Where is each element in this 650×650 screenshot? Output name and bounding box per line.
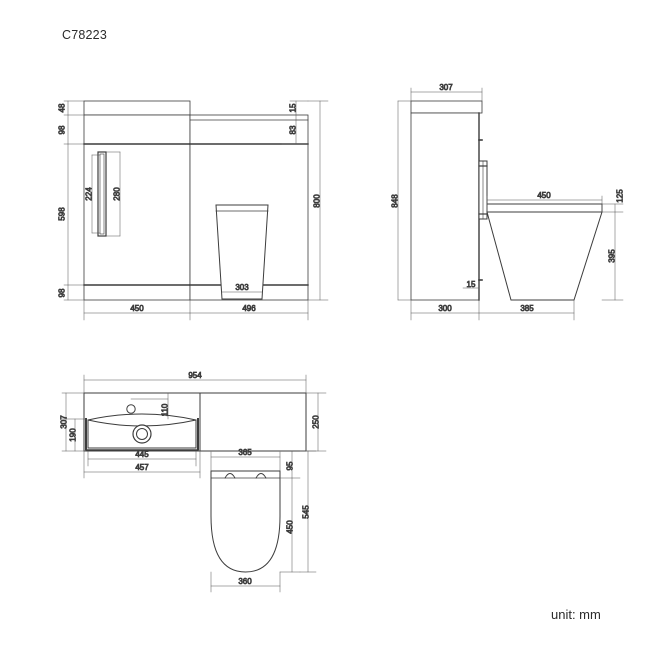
dim-plan-pan-length: 450: [286, 520, 295, 534]
dim-plan-overall-width: 954: [188, 371, 202, 380]
dim-plan-seat-hinge-offset: 95: [286, 461, 295, 470]
dim-side-pan-depth: 385: [520, 304, 534, 313]
dim-front-cistern-band: 83: [289, 125, 298, 134]
dim-plan-overall-pan-length: 545: [302, 505, 311, 519]
dim-side-overall-height: 848: [391, 194, 400, 208]
dim-front-drawer-band: 98: [58, 125, 67, 134]
dim-front-vanity-width: 450: [130, 304, 144, 313]
dim-side-pan-projection: 450: [537, 191, 551, 200]
dim-plan-basin-inner-width: 445: [135, 450, 149, 459]
dim-side-plinth-recess: 15: [467, 280, 476, 289]
front-elevation-dimensions: [63, 100, 329, 321]
dim-front-cistern-lip: 15: [289, 103, 298, 112]
front-elevation-geometry: [83, 100, 309, 301]
front-elevation-dimension-labels: 48 98 598 98 224 280 15 83 800 303 450 4…: [57, 103, 322, 314]
dim-front-door-height: 598: [58, 207, 67, 221]
dim-side-cabinet-depth: 300: [438, 304, 452, 313]
dim-front-counter-top: 48: [58, 103, 67, 112]
side-elevation-dimensions: [397, 87, 624, 321]
dim-front-plinth-height: 98: [58, 288, 67, 297]
dim-plan-tap-hole-offset: 110: [161, 403, 170, 416]
dim-side-seat-lip-height: 125: [616, 189, 625, 203]
dim-plan-seat-width: 365: [238, 448, 252, 457]
side-elevation-geometry: [410, 100, 603, 301]
drawing-title-code: C78223: [62, 28, 107, 42]
dim-plan-basin-width: 457: [135, 463, 149, 472]
dim-front-overall-height: 800: [313, 194, 322, 208]
dim-front-wc-unit-width: 496: [242, 304, 256, 313]
dim-plan-pan-width: 360: [238, 577, 252, 586]
plan-view-geometry: [83, 392, 307, 573]
dim-plan-unit-depth: 250: [312, 415, 321, 429]
plan-view-dimensions: [61, 374, 327, 593]
dim-side-pan-height: 395: [608, 249, 617, 263]
side-elevation-dimension-labels: 307 848 450 125 395 15 300 385: [390, 83, 625, 314]
dim-front-handle-bar: 224: [85, 187, 94, 201]
dim-plan-basin-bowl-depth: 190: [69, 428, 78, 442]
dim-plan-basin-depth: 307: [60, 415, 69, 429]
dim-side-vanity-depth: 307: [439, 83, 453, 92]
dim-front-handle-plate: 280: [113, 187, 122, 201]
unit-note-label: unit: mm: [551, 607, 601, 622]
dim-front-pan-base-width: 303: [235, 283, 249, 292]
plan-view-dimension-labels: 954 110 307 190 250 445 457 365 95 450 5…: [59, 371, 321, 587]
